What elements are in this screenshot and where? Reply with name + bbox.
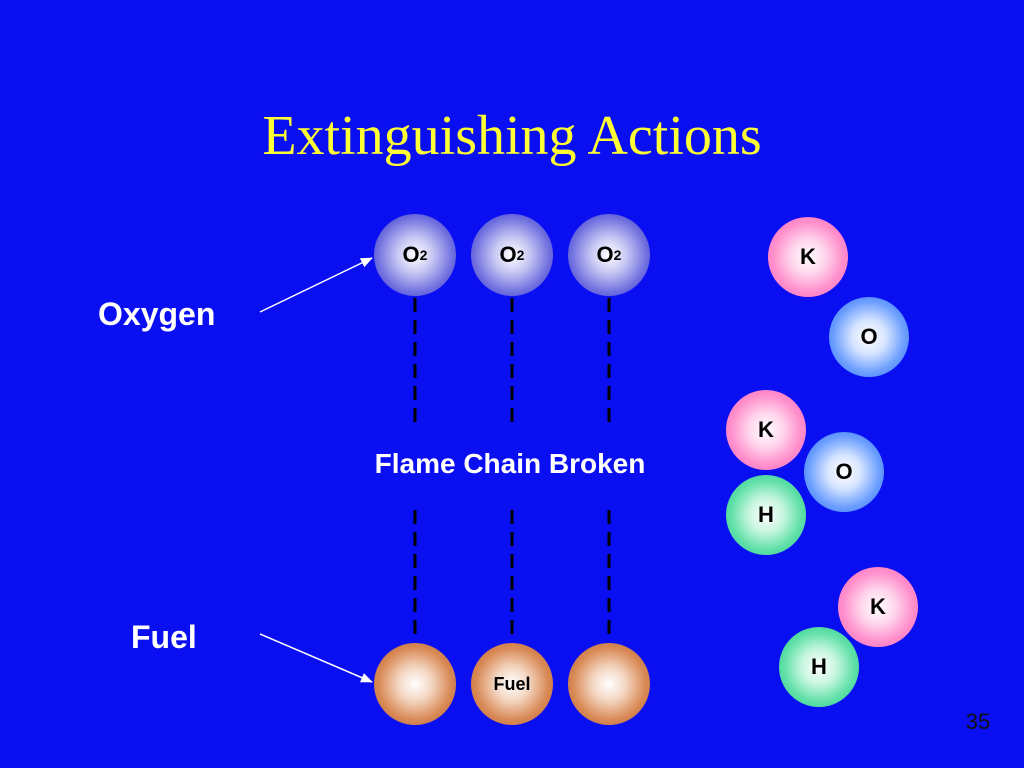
oxygen-symbol: O	[499, 242, 517, 267]
hydrogen-atom-2: H	[779, 627, 859, 707]
fuel-molecule-1	[374, 643, 456, 725]
oxygen-subscript: 2	[613, 247, 622, 263]
fuel-label: Fuel	[131, 619, 197, 655]
fuel-arrow	[259, 633, 373, 683]
potassium-atom-3: K	[838, 567, 918, 647]
flame-chain-broken-text: Flame Chain Broken	[374, 448, 646, 479]
oxygen-label: Oxygen	[98, 296, 216, 332]
fuel-molecule-2: Fuel	[471, 643, 553, 725]
oxygen-symbol: O	[596, 242, 614, 267]
fuel-molecule-3	[568, 643, 650, 725]
oxygen-subscript: 2	[419, 247, 428, 263]
potassium-atom-1: K	[768, 217, 848, 297]
slide-title: Extinguishing Actions	[262, 105, 762, 167]
oxygen-arrow	[259, 257, 373, 313]
oxygen-symbol: O	[402, 242, 420, 267]
potassium-atom-2: K	[726, 390, 806, 470]
oxygen-atom-1: O	[829, 297, 909, 377]
oxygen-atom-2: O	[804, 432, 884, 512]
page-number: 35	[965, 709, 991, 734]
oxygen-subscript: 2	[516, 247, 525, 263]
hydrogen-atom-1: H	[726, 475, 806, 555]
